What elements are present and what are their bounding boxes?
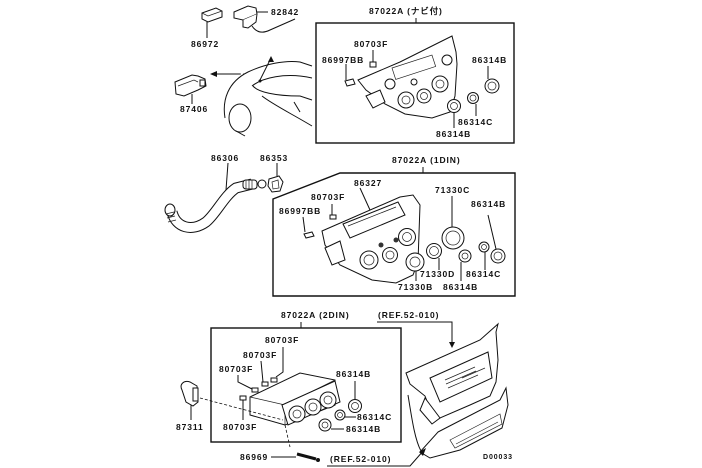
ref-top-label[interactable]: (REF.52-010) (378, 310, 439, 320)
ring-71330d (426, 243, 442, 259)
part-80703f-2din-3 (251, 387, 259, 393)
part-82842-sensor (233, 5, 296, 33)
label-80703f-2din-1: 80703F (265, 335, 299, 345)
part-86997bb-1din (303, 231, 315, 239)
ref-bottom-label[interactable]: (REF.52-010) (330, 454, 391, 464)
knob-86314b-navi-a (484, 78, 500, 94)
unit-2din-illustration (249, 372, 341, 426)
box-2din: 87022A (2DIN) 80703F 80703F 80703F 80703… (210, 310, 402, 443)
part-87406-connector (174, 71, 244, 104)
box-2din-title: 87022A (2DIN) (281, 310, 350, 320)
knob-86314b-1din-a (490, 248, 506, 264)
label-82842: 82842 (271, 7, 299, 17)
knob-86314b-2din-a (348, 399, 362, 413)
knob-86314b-navi-b (447, 99, 461, 113)
part-80703f-navi (369, 61, 377, 68)
car-outline (223, 56, 313, 137)
label-86327: 86327 (354, 178, 382, 188)
label-86972: 86972 (191, 39, 219, 49)
part-86353-clip (267, 163, 284, 193)
part-80703f-2din-1 (270, 377, 278, 383)
label-86314b-navi-a: 86314B (472, 55, 507, 65)
panel-navi-illustration (357, 35, 458, 119)
part-80703f-1din (329, 214, 337, 220)
part-86997bb-navi (344, 78, 356, 87)
label-71330d: 71330D (420, 269, 455, 279)
label-86314c-1din: 86314C (466, 269, 501, 279)
label-86997bb-1din: 86997BB (279, 206, 321, 216)
label-86314b-navi-b: 86314B (436, 129, 471, 139)
part-87311-connector (180, 381, 284, 421)
label-71330b: 71330B (398, 282, 433, 292)
label-86314b-2din-b: 86314B (346, 424, 381, 434)
box-navi: 87022A (ナビ付) 80703F 86997BB 86314B 86314… (315, 6, 515, 144)
label-71330c: 71330C (435, 185, 470, 195)
box-1din: 87022A (1DIN) 86327 80703F 86997BB 71330… (272, 155, 516, 297)
label-86314b-2din-a: 86314B (336, 369, 371, 379)
label-86306: 86306 (211, 153, 239, 163)
box-1din-title: 87022A (1DIN) (392, 155, 461, 165)
part-80703f-2din-4 (239, 395, 247, 401)
label-86353: 86353 (260, 153, 288, 163)
label-86314b-1din-a: 86314B (471, 199, 506, 209)
label-80703f-2din-2: 80703F (243, 350, 277, 360)
panel-1din-illustration (321, 194, 421, 284)
part-80703f-2din-2 (261, 381, 269, 387)
part-86969-screw (271, 424, 320, 462)
label-86997bb-navi: 86997BB (322, 55, 364, 65)
label-86314c-navi: 86314C (458, 117, 493, 127)
knob-86314c-1din (478, 241, 490, 253)
label-80703f-1din: 80703F (311, 192, 345, 202)
knob-86314c-navi (467, 92, 479, 104)
label-86314b-1din-b: 86314B (443, 282, 478, 292)
knob-86314b-2din-b (318, 418, 332, 432)
label-87406: 87406 (180, 104, 208, 114)
label-86314c-2din: 86314C (357, 412, 392, 422)
ring-71330c (441, 226, 465, 250)
knob-86314b-1din-b (458, 249, 472, 263)
dashboard-illustration (405, 322, 509, 459)
knob-86314c-2din (334, 409, 346, 421)
label-80703f-2din-4: 80703F (223, 422, 257, 432)
ring-71330b (405, 252, 425, 272)
label-87311: 87311 (176, 422, 204, 432)
label-86969: 86969 (240, 452, 268, 462)
box-navi-title: 87022A (ナビ付) (369, 6, 443, 16)
label-80703f-navi: 80703F (354, 39, 388, 49)
part-86972-cover (201, 7, 223, 38)
label-80703f-2din-3: 80703F (219, 364, 253, 374)
part-86306-hose (164, 162, 267, 233)
drawing-id: D00033 (483, 454, 513, 461)
